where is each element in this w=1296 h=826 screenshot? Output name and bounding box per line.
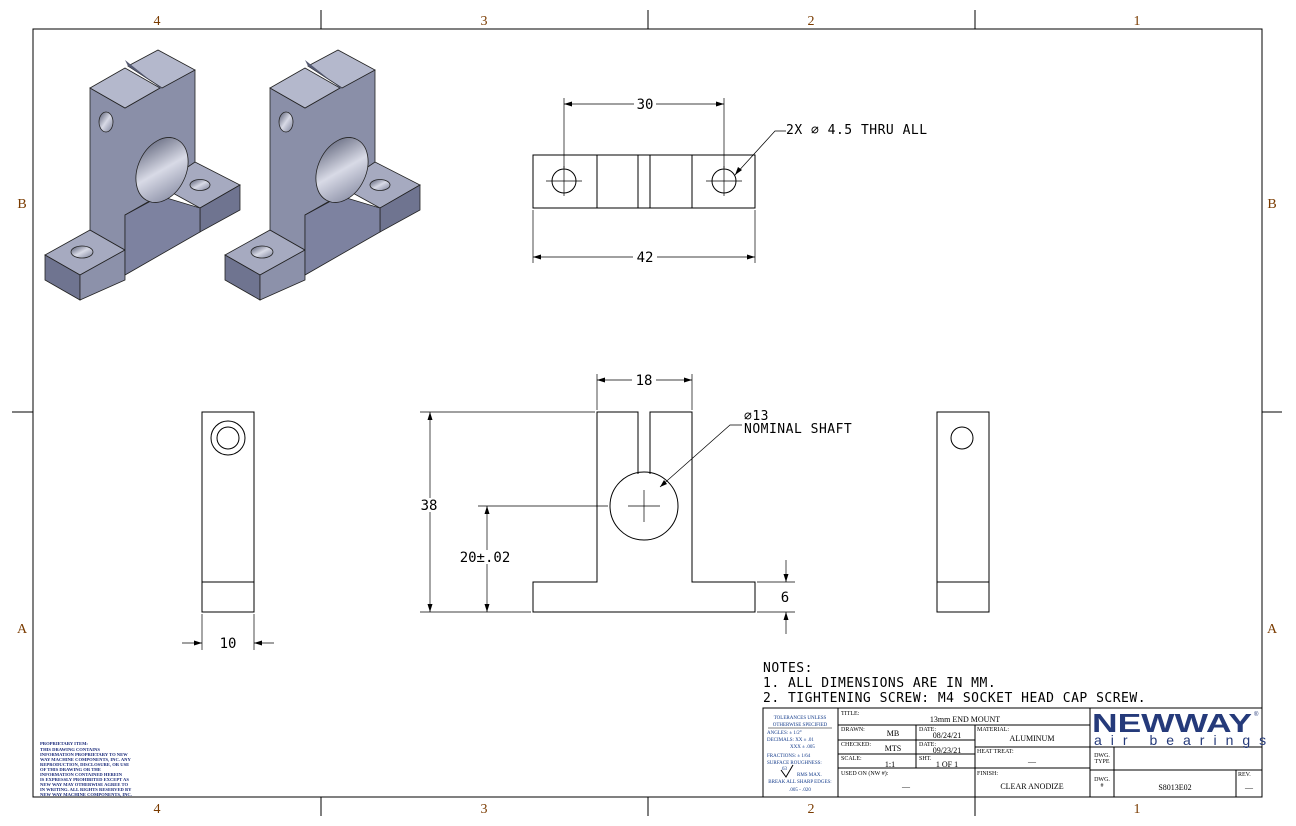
proprietary-line: INFORMATION CONTAINED HEREIN <box>40 772 123 777</box>
isometric-view-1 <box>44 49 241 301</box>
proprietary-line: IN WRITING. ALL RIGHTS RESERVED BY <box>40 787 132 792</box>
sheet-value: 1 OF 1 <box>936 760 958 769</box>
tol-decimals-xx: DECIMALS: XX ± .01 <box>767 738 814 743</box>
proprietary-line: NEW WAY MACHINE COMPONENTS, INC. <box>40 792 132 797</box>
tol-fractions: FRACTIONS: ± 1/64 <box>767 754 811 759</box>
zone-ticks <box>12 10 1282 816</box>
drawing-border <box>32 28 1263 798</box>
front-view <box>420 374 795 634</box>
material-label: MATERIAL: <box>977 727 1009 733</box>
proprietary-line: OF THIS DRAWING OR THE <box>40 767 101 772</box>
scale-label: SCALE: <box>841 756 862 762</box>
right-side-view <box>936 411 990 613</box>
used-on-value: — <box>901 782 911 791</box>
used-on-label: USED ON (NW #): <box>841 770 889 777</box>
dwg-no-label: DWG. <box>1094 777 1110 783</box>
proprietary-line: WAY MACHINE COMPONENTS, INC. ANY <box>40 757 131 762</box>
tol-roughness-label: SURFACE ROUGHNESS: <box>767 761 822 766</box>
proprietary-notice: PROPRIETARY ITEM: THIS DRAWING CONTAINS … <box>40 741 132 797</box>
date-checked: 09/23/21 <box>933 746 961 755</box>
scale-value: 1:1 <box>885 760 895 769</box>
proprietary-line: IS EXPRESSLY PROHIBITED EXCEPT AS <box>40 777 129 782</box>
top-view <box>532 98 786 263</box>
proprietary-line: REPRODUCTION, DISCLOSURE, OR USE <box>40 762 129 767</box>
dim-hole-spacing: 30 <box>637 97 654 113</box>
dim-center-height: 20±.02 <box>460 550 511 566</box>
dim-base-thickness: 6 <box>781 590 789 606</box>
hole-callout: 2X ⌀ 4.5 THRU ALL <box>786 123 928 138</box>
date-checked-label: DATE: <box>919 742 936 748</box>
rev-label: REV. <box>1238 772 1251 778</box>
title-label: TITLE: <box>841 711 860 717</box>
title-block-grid <box>762 707 1263 798</box>
zone-row-a-right: A <box>1267 622 1278 637</box>
proprietary-line: THIS DRAWING CONTAINS <box>40 747 100 752</box>
tol-edges: BREAK ALL SHARP EDGES: <box>768 780 831 785</box>
isometric-view-2 <box>224 49 421 301</box>
tol-line-1: TOLERANCES UNLESS <box>774 716 827 721</box>
checked-by: MTS <box>885 744 901 753</box>
heat-treat-value: — <box>1027 757 1037 766</box>
proprietary-line: INFORMATION PROPRIETARY TO NEW <box>40 752 128 757</box>
zone-col-2-bottom: 2 <box>808 802 815 817</box>
tol-roughness-value: 63 <box>782 767 788 772</box>
newway-logo: NEWWAY ® air bearings <box>1092 708 1275 748</box>
zone-col-4-bottom: 4 <box>154 802 161 817</box>
drawing-number: S8013E02 <box>1158 783 1191 792</box>
drawn-label: DRAWN: <box>841 727 865 733</box>
dwg-type-label-2: TYPE <box>1095 759 1110 765</box>
date-drawn-label: DATE: <box>919 727 936 733</box>
date-drawn: 08/24/21 <box>933 731 961 740</box>
finish-label: FINISH: <box>977 771 998 777</box>
zone-col-3-bottom: 3 <box>481 802 488 817</box>
heat-treat-label: HEAT TREAT: <box>977 749 1014 755</box>
proprietary-line: NEW WAY MAY OTHERWISE AGREE TO <box>40 782 128 787</box>
tol-angles: ANGLES: ± 1/2° <box>767 731 802 736</box>
zone-col-2: 2 <box>808 14 815 29</box>
tolerance-block: TOLERANCES UNLESS OTHERWISE SPECIFIED AN… <box>767 716 832 793</box>
tol-rms: RMS MAX. <box>797 773 822 778</box>
finish-value: CLEAR ANODIZE <box>1000 782 1063 791</box>
zone-col-1-bottom: 1 <box>1134 802 1141 817</box>
zone-row-b: B <box>17 197 26 212</box>
shaft-callout-label: NOMINAL SHAFT <box>744 422 852 437</box>
note-2: 2. TIGHTENING SCREW: M4 SOCKET HEAD CAP … <box>763 691 1146 706</box>
dim-overall-length: 42 <box>637 250 654 266</box>
dwg-type-label: DWG. <box>1094 753 1110 759</box>
shaft-callout-diameter: ⌀13 <box>744 409 769 424</box>
rev-value: — <box>1244 783 1254 792</box>
proprietary-title: PROPRIETARY ITEM: <box>40 741 88 746</box>
zone-row-b-right: B <box>1267 197 1276 212</box>
dim-side-width: 10 <box>220 636 237 652</box>
tol-decimals-xxx: XXX ± .005 <box>790 745 815 750</box>
dwg-no-label-2: # <box>1101 783 1104 789</box>
tol-line-2: OTHERWISE SPECIFIED <box>773 723 828 728</box>
logo-tagline: air bearings <box>1094 732 1275 748</box>
sheet-label: SHT. <box>919 756 932 762</box>
left-side-view <box>182 411 274 650</box>
zone-col-3: 3 <box>481 14 488 29</box>
notes-title: NOTES: <box>763 661 813 676</box>
tol-edges-range: .005 - .020 <box>789 788 811 793</box>
checked-label: CHECKED: <box>841 742 871 748</box>
dim-slot-width: 18 <box>636 373 653 389</box>
part-title: 13mm END MOUNT <box>930 715 1000 724</box>
logo-registered: ® <box>1254 711 1259 718</box>
zone-col-4: 4 <box>154 14 161 29</box>
note-1: 1. ALL DIMENSIONS ARE IN MM. <box>763 676 996 691</box>
material-value: ALUMINUM <box>1010 734 1055 743</box>
zone-col-1: 1 <box>1134 14 1141 29</box>
zone-row-a: A <box>17 622 28 637</box>
logo-brand: NEWWAY <box>1092 708 1252 738</box>
drawn-by: MB <box>887 729 899 738</box>
surface-finish-icon <box>780 764 794 778</box>
dim-overall-height: 38 <box>421 498 438 514</box>
